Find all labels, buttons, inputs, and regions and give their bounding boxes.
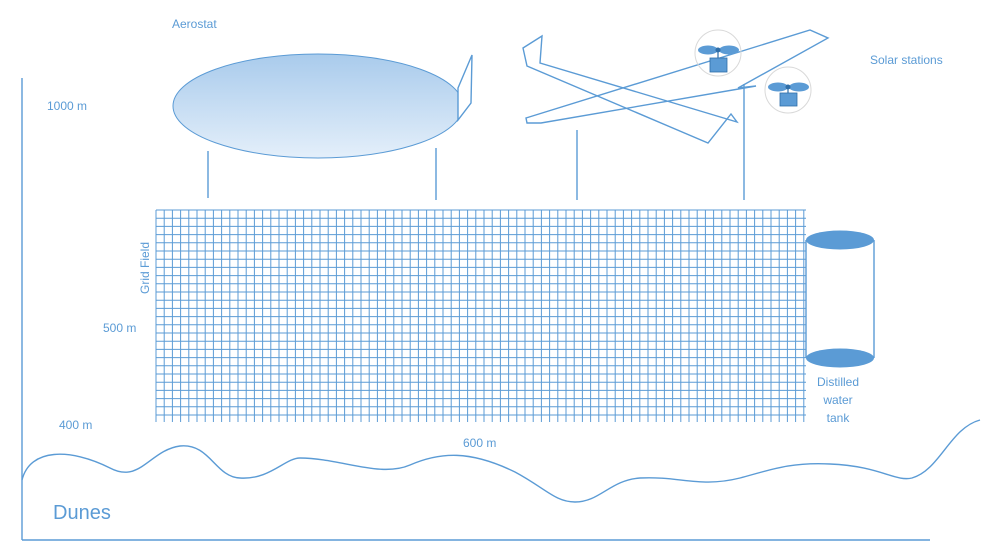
water-tank-icon <box>805 230 875 368</box>
dunes-label: Dunes <box>53 502 111 524</box>
altitude-500-label: 500 m <box>103 321 136 335</box>
grid-field <box>155 209 806 422</box>
tank-label-line1: Distilled <box>817 375 859 389</box>
solar-glider-icon <box>522 29 830 200</box>
aerostat-balloon-icon <box>172 53 473 200</box>
grid-field-label: Grid Field <box>138 242 152 294</box>
aerostat-label: Aerostat <box>172 17 217 31</box>
tank-label-line3: tank <box>827 411 851 425</box>
propeller-icon <box>694 29 742 77</box>
propeller-icon <box>764 66 812 114</box>
tank-label-line2: water <box>822 393 852 407</box>
altitude-400-label: 400 m <box>59 418 92 432</box>
dune-terrain-line <box>21 419 981 503</box>
altitude-1000-label: 1000 m <box>47 99 87 113</box>
solar-stations-label: Solar stations <box>870 53 943 67</box>
width-600-label: 600 m <box>463 436 496 450</box>
